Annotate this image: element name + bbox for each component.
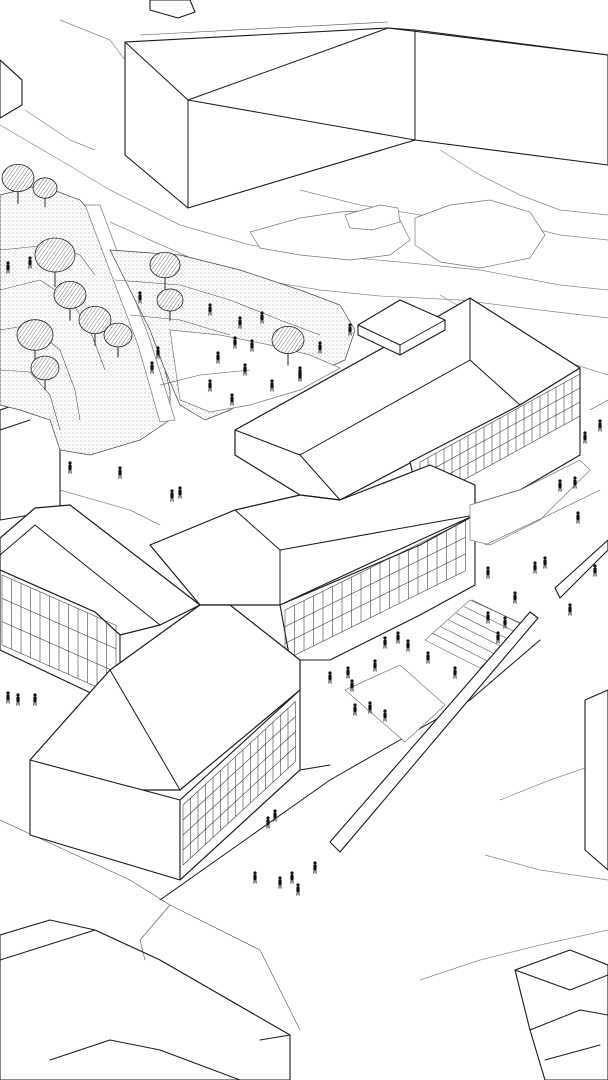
- person-36: [266, 816, 270, 829]
- building-wing-rear: [234, 297, 581, 506]
- person-2: [28, 256, 32, 269]
- person-9: [233, 336, 237, 349]
- tree-8: [30, 355, 60, 391]
- person-49: [573, 476, 577, 489]
- person-11: [216, 351, 220, 364]
- person-32: [368, 701, 372, 714]
- context-building-top: [149, 0, 196, 19]
- person-35: [328, 671, 332, 684]
- person-24: [346, 666, 350, 679]
- person-30: [426, 651, 430, 664]
- person-38: [253, 871, 257, 884]
- person-48: [558, 479, 562, 492]
- person-17: [230, 393, 234, 406]
- person-50: [576, 511, 580, 524]
- person-33: [353, 703, 357, 716]
- person-51: [593, 564, 597, 577]
- person-3: [138, 291, 142, 304]
- person-42: [313, 861, 317, 874]
- curtain-wall-middle: [284, 520, 466, 661]
- plaza: [329, 489, 608, 853]
- person-40: [290, 871, 294, 884]
- person-15: [348, 323, 352, 336]
- person-57: [33, 693, 37, 706]
- curtain-wall-left: [1, 574, 117, 696]
- person-21: [170, 489, 174, 502]
- person-18: [270, 379, 274, 392]
- person-4: [150, 361, 154, 374]
- context-building-right: [584, 689, 608, 871]
- person-41: [296, 883, 300, 896]
- person-46: [543, 556, 547, 569]
- tree-10: [156, 288, 184, 321]
- person-10: [250, 339, 254, 352]
- landscape-island-2: [344, 204, 401, 231]
- person-23: [68, 461, 72, 474]
- person-25: [350, 679, 354, 692]
- tree-9: [149, 251, 181, 289]
- person-44: [513, 591, 517, 604]
- person-55: [6, 691, 10, 704]
- person-26: [373, 659, 377, 672]
- person-47: [568, 603, 572, 616]
- person-14: [318, 341, 322, 354]
- people-group: [6, 256, 602, 896]
- context-building-lower-left: [0, 919, 291, 1080]
- person-31: [453, 666, 457, 679]
- tree-planter: [344, 664, 446, 743]
- landscape-island-3: [414, 199, 546, 269]
- tree-6: [103, 322, 133, 358]
- person-56: [16, 693, 20, 706]
- person-22: [178, 486, 182, 499]
- person-37: [273, 809, 277, 822]
- building-wing-middle: [149, 464, 476, 661]
- amphitheatre-steps: [424, 599, 526, 669]
- context-building-top-left: [0, 59, 23, 119]
- person-59: [598, 419, 602, 432]
- person-27: [383, 636, 387, 649]
- person-28: [396, 631, 400, 644]
- person-29: [406, 639, 410, 652]
- person-34: [383, 709, 387, 722]
- person-16: [208, 379, 212, 392]
- park-plaza-lower: [169, 329, 341, 413]
- curtain-wall-front: [182, 701, 296, 866]
- person-45: [533, 561, 537, 574]
- person-54: [496, 631, 500, 644]
- person-7: [238, 316, 242, 329]
- tree-3: [34, 237, 76, 287]
- building-wing-left: [0, 504, 201, 696]
- person-20: [118, 466, 122, 479]
- person-1: [6, 261, 10, 274]
- tree-1: [1, 163, 35, 204]
- person-12: [243, 363, 247, 376]
- tree-5: [78, 305, 112, 346]
- building-wing-front: [29, 604, 301, 881]
- person-39: [278, 876, 282, 889]
- main-building-complex: [0, 297, 608, 901]
- person-5: [156, 346, 160, 359]
- tree-11: [271, 325, 305, 366]
- person-8: [260, 311, 264, 324]
- rooftop-tower: [357, 299, 446, 356]
- person-6: [208, 303, 212, 316]
- long-bench: [329, 611, 539, 853]
- context-building-upper-right: [124, 21, 608, 209]
- person-43: [486, 566, 490, 579]
- person-52: [486, 611, 490, 624]
- tree-7: [16, 319, 54, 364]
- person-19: [298, 369, 302, 382]
- ramp-wall-east: [554, 539, 608, 599]
- person-58: [583, 431, 587, 444]
- person-53: [503, 616, 507, 629]
- tree-2: [32, 177, 58, 208]
- tree-4: [53, 280, 87, 321]
- context-building-bottom-right: [514, 949, 608, 1080]
